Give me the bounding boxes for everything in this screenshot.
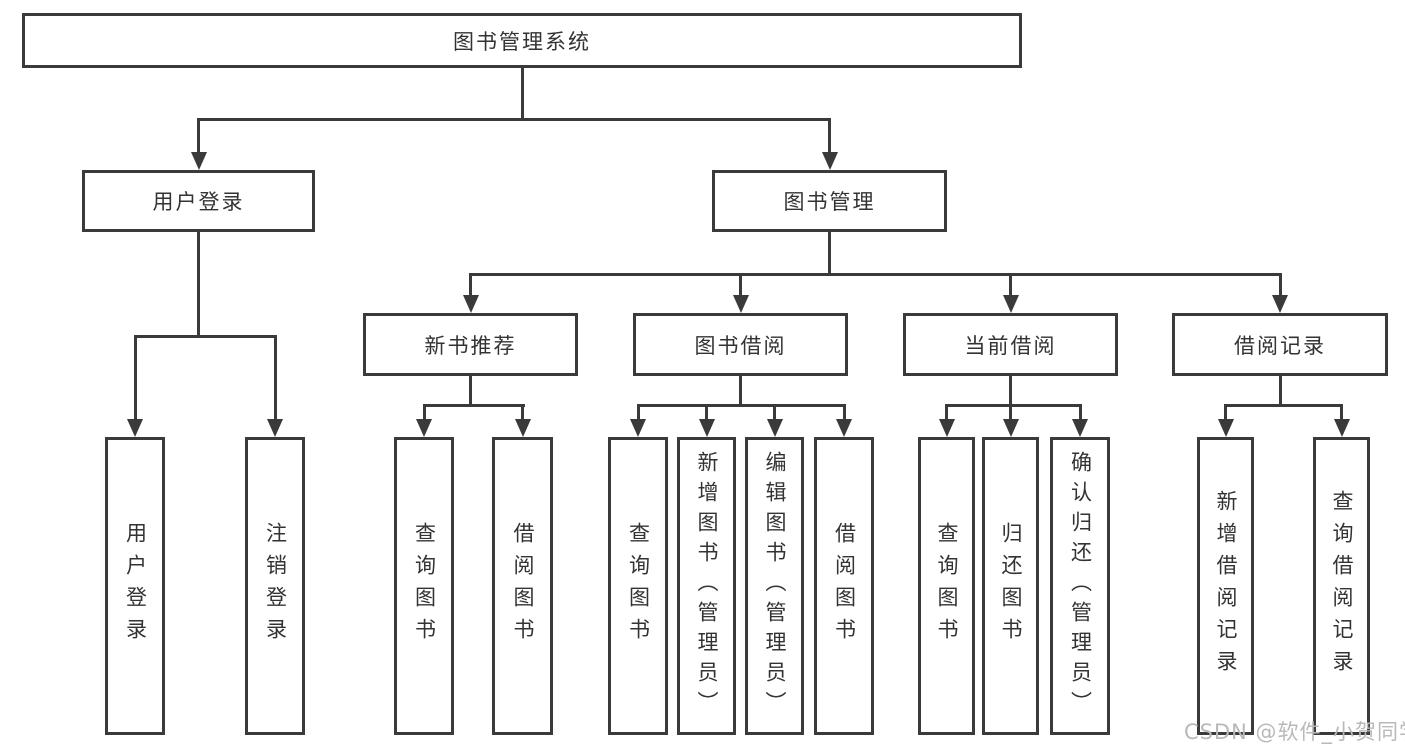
arrow-to-query-books-2 (630, 404, 646, 437)
leaf-borrow-books-2: 借阅图书 (814, 437, 874, 735)
arrow-to-borrow-books-1 (514, 404, 531, 437)
connector-root-bar (197, 118, 830, 121)
leaf-label: 借阅图书 (832, 522, 857, 650)
leaf-return-book: 归还图书 (982, 437, 1039, 735)
leaf-label: 用户登录 (123, 522, 148, 650)
arrow-to-borrow-records (1272, 273, 1288, 313)
node-book-management: 图书管理 (712, 170, 947, 232)
arrow-to-current-borrow (1002, 273, 1019, 313)
connector-bookmgmt-bar (468, 273, 1282, 276)
leaf-user-login: 用户登录 (105, 437, 165, 735)
connector-userlogin-stem (197, 232, 200, 337)
connector-records-stem (1278, 376, 1282, 407)
leaf-label: 查询借阅记录 (1330, 490, 1354, 682)
connector-newrec-bar (422, 404, 525, 407)
arrow-to-query-books-1 (416, 404, 432, 437)
connector-newrec-stem (469, 376, 472, 407)
arrow-to-borrow-books-2 (836, 404, 852, 437)
leaf-add-book-admin: 新增图书（管理员） (677, 437, 736, 735)
arrow-to-return-book (1002, 404, 1019, 437)
arrow-to-confirm-return (1072, 404, 1088, 437)
leaf-label: 查询图书 (412, 522, 437, 650)
leaf-query-books-2: 查询图书 (608, 437, 668, 735)
arrow-to-query-borrow-record (1333, 404, 1350, 437)
node-current-borrow: 当前借阅 (903, 313, 1118, 376)
arrow-to-add-borrow-record (1217, 404, 1234, 437)
arrow-to-edit-book (766, 404, 783, 437)
arrow-to-add-book (698, 404, 715, 437)
arrow-to-book-management (821, 118, 838, 170)
leaf-label: 新增图书（管理员） (695, 451, 719, 721)
arrow-to-leaf-logout (267, 335, 283, 437)
leaf-confirm-return-admin: 确认归还（管理员） (1050, 437, 1110, 735)
leaf-label: 编辑图书（管理员） (763, 451, 787, 721)
leaf-edit-book-admin: 编辑图书（管理员） (745, 437, 804, 735)
leaf-query-books-3: 查询图书 (918, 437, 975, 735)
node-new-book-recommend: 新书推荐 (363, 313, 578, 376)
leaf-borrow-books-1: 借阅图书 (492, 437, 553, 735)
node-user-login: 用户登录 (82, 170, 315, 232)
connector-current-bar (945, 404, 1082, 407)
arrow-to-user-login (190, 118, 207, 170)
connector-borrow-bar (636, 404, 846, 407)
leaf-label: 借阅图书 (511, 522, 535, 650)
connector-current-stem (1009, 376, 1012, 407)
leaf-label: 确认归还（管理员） (1068, 451, 1093, 721)
leaf-query-books-1: 查询图书 (394, 437, 454, 735)
arrow-to-leaf-user-login (127, 335, 143, 437)
leaf-label: 新增借阅记录 (1214, 490, 1238, 682)
leaf-query-borrow-record: 查询借阅记录 (1313, 437, 1370, 735)
node-root-library-system: 图书管理系统 (22, 13, 1022, 68)
arrow-to-book-borrow (732, 273, 749, 313)
connector-root-stem (520, 68, 524, 118)
node-borrow-records: 借阅记录 (1172, 313, 1388, 376)
connector-borrow-stem (739, 376, 742, 407)
leaf-label: 注销登录 (263, 522, 288, 650)
csdn-watermark: CSDN @软件_小贺同学 (1184, 720, 1405, 744)
connector-userlogin-bar (133, 335, 277, 338)
leaf-logout: 注销登录 (245, 437, 305, 735)
node-book-borrow: 图书借阅 (633, 313, 848, 376)
connector-records-bar (1224, 404, 1343, 407)
leaf-label: 归还图书 (999, 522, 1023, 650)
leaf-label: 查询图书 (935, 522, 959, 650)
leaf-label: 查询图书 (626, 522, 651, 650)
arrow-to-new-book-recommend (462, 273, 479, 313)
leaf-add-borrow-record: 新增借阅记录 (1197, 437, 1254, 735)
arrow-to-query-books-3 (938, 404, 955, 437)
connector-bookmgmt-stem (828, 232, 831, 276)
